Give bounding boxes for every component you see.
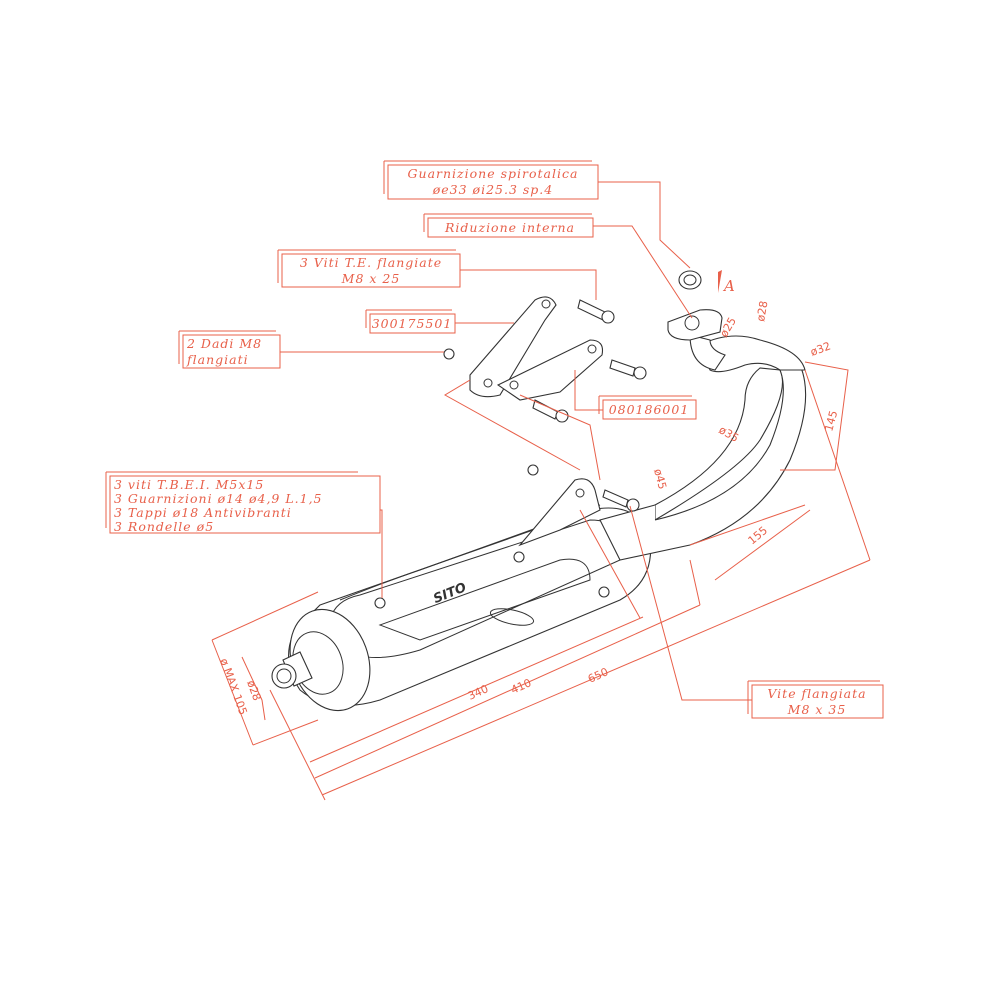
muffler: SITO [271,478,652,712]
label-bracket-1: 300175501 [372,316,453,331]
label-flange-screw-line1: Vite flangiata [767,686,866,701]
mount-screw [598,586,610,598]
label-nuts-line1: 2 Dadi M8 [186,336,262,351]
label-gasket-line2: øe33 øi25.3 sp.4 [432,182,553,197]
dim-max-105: ø MAX 105 [217,657,249,717]
label-nuts-line2: flangiati [186,352,249,367]
label-bracket-2: 080186001 [609,402,690,417]
flange [667,309,723,341]
dim-45: ø45 [651,467,669,490]
label-screws-line2: M8 x 25 [341,271,401,286]
nut-m8 [443,348,455,360]
callout-bracket-2: 080186001 [574,370,697,420]
dim-145: 145 [822,409,840,433]
dim-410: 410 [509,676,533,696]
screw-m8x35 [602,489,629,508]
dim-32: ø32 [809,340,833,359]
dim-outlet-28: ø28 [244,679,263,703]
view-a-label: A [722,277,736,295]
label-flange-screw-line2: M8 x 35 [787,702,847,717]
callout-nuts: 2 Dadi M8 flangiati [178,330,444,369]
label-kit-line3: 3 Tappi ø18 Antivibranti [114,505,292,520]
callout-bracket-1: 300175501 [365,309,514,334]
dim-28: ø28 [754,300,770,323]
outlet-pipe [271,663,297,689]
mount-screw [374,597,386,609]
dim-155: 155 [746,524,770,547]
mount-screw [513,551,525,563]
brackets [443,296,647,512]
callout-flange-screw: Vite flangiata M8 x 35 [629,505,884,719]
callout-kit: 3 viti T.B.E.I. M5x15 3 Guarnizioni ø14 … [105,471,383,598]
view-a-arrow [718,270,722,293]
callout-gasket: Guarnizione spirotalica øe33 øi25.3 sp.4 [383,160,691,269]
label-gasket-line1: Guarnizione spirotalica [408,166,579,181]
gasket-ring [678,270,702,290]
label-reducer: Riduzione interna [444,220,575,235]
callout-screws-te: 3 Viti T.E. flangiate M8 x 25 [277,249,597,300]
header-pipe [599,270,807,561]
bracket-080186001 [496,339,604,401]
label-kit-line4: 3 Rondelle ø5 [114,519,214,534]
screw-m8x25 [609,359,636,377]
label-screws-line1: 3 Viti T.E. flangiate [300,255,442,270]
label-kit-line2: 3 Guarnizioni ø14 ø4,9 L.1,5 [114,491,323,506]
callout-reducer: Riduzione interna [423,213,693,319]
dim-650: 650 [586,665,610,685]
bracket-300175501 [469,296,557,398]
label-kit-line1: 3 viti T.B.E.I. M5x15 [114,477,264,492]
screw-m8x25 [577,299,606,321]
nut-m8 [527,464,539,476]
